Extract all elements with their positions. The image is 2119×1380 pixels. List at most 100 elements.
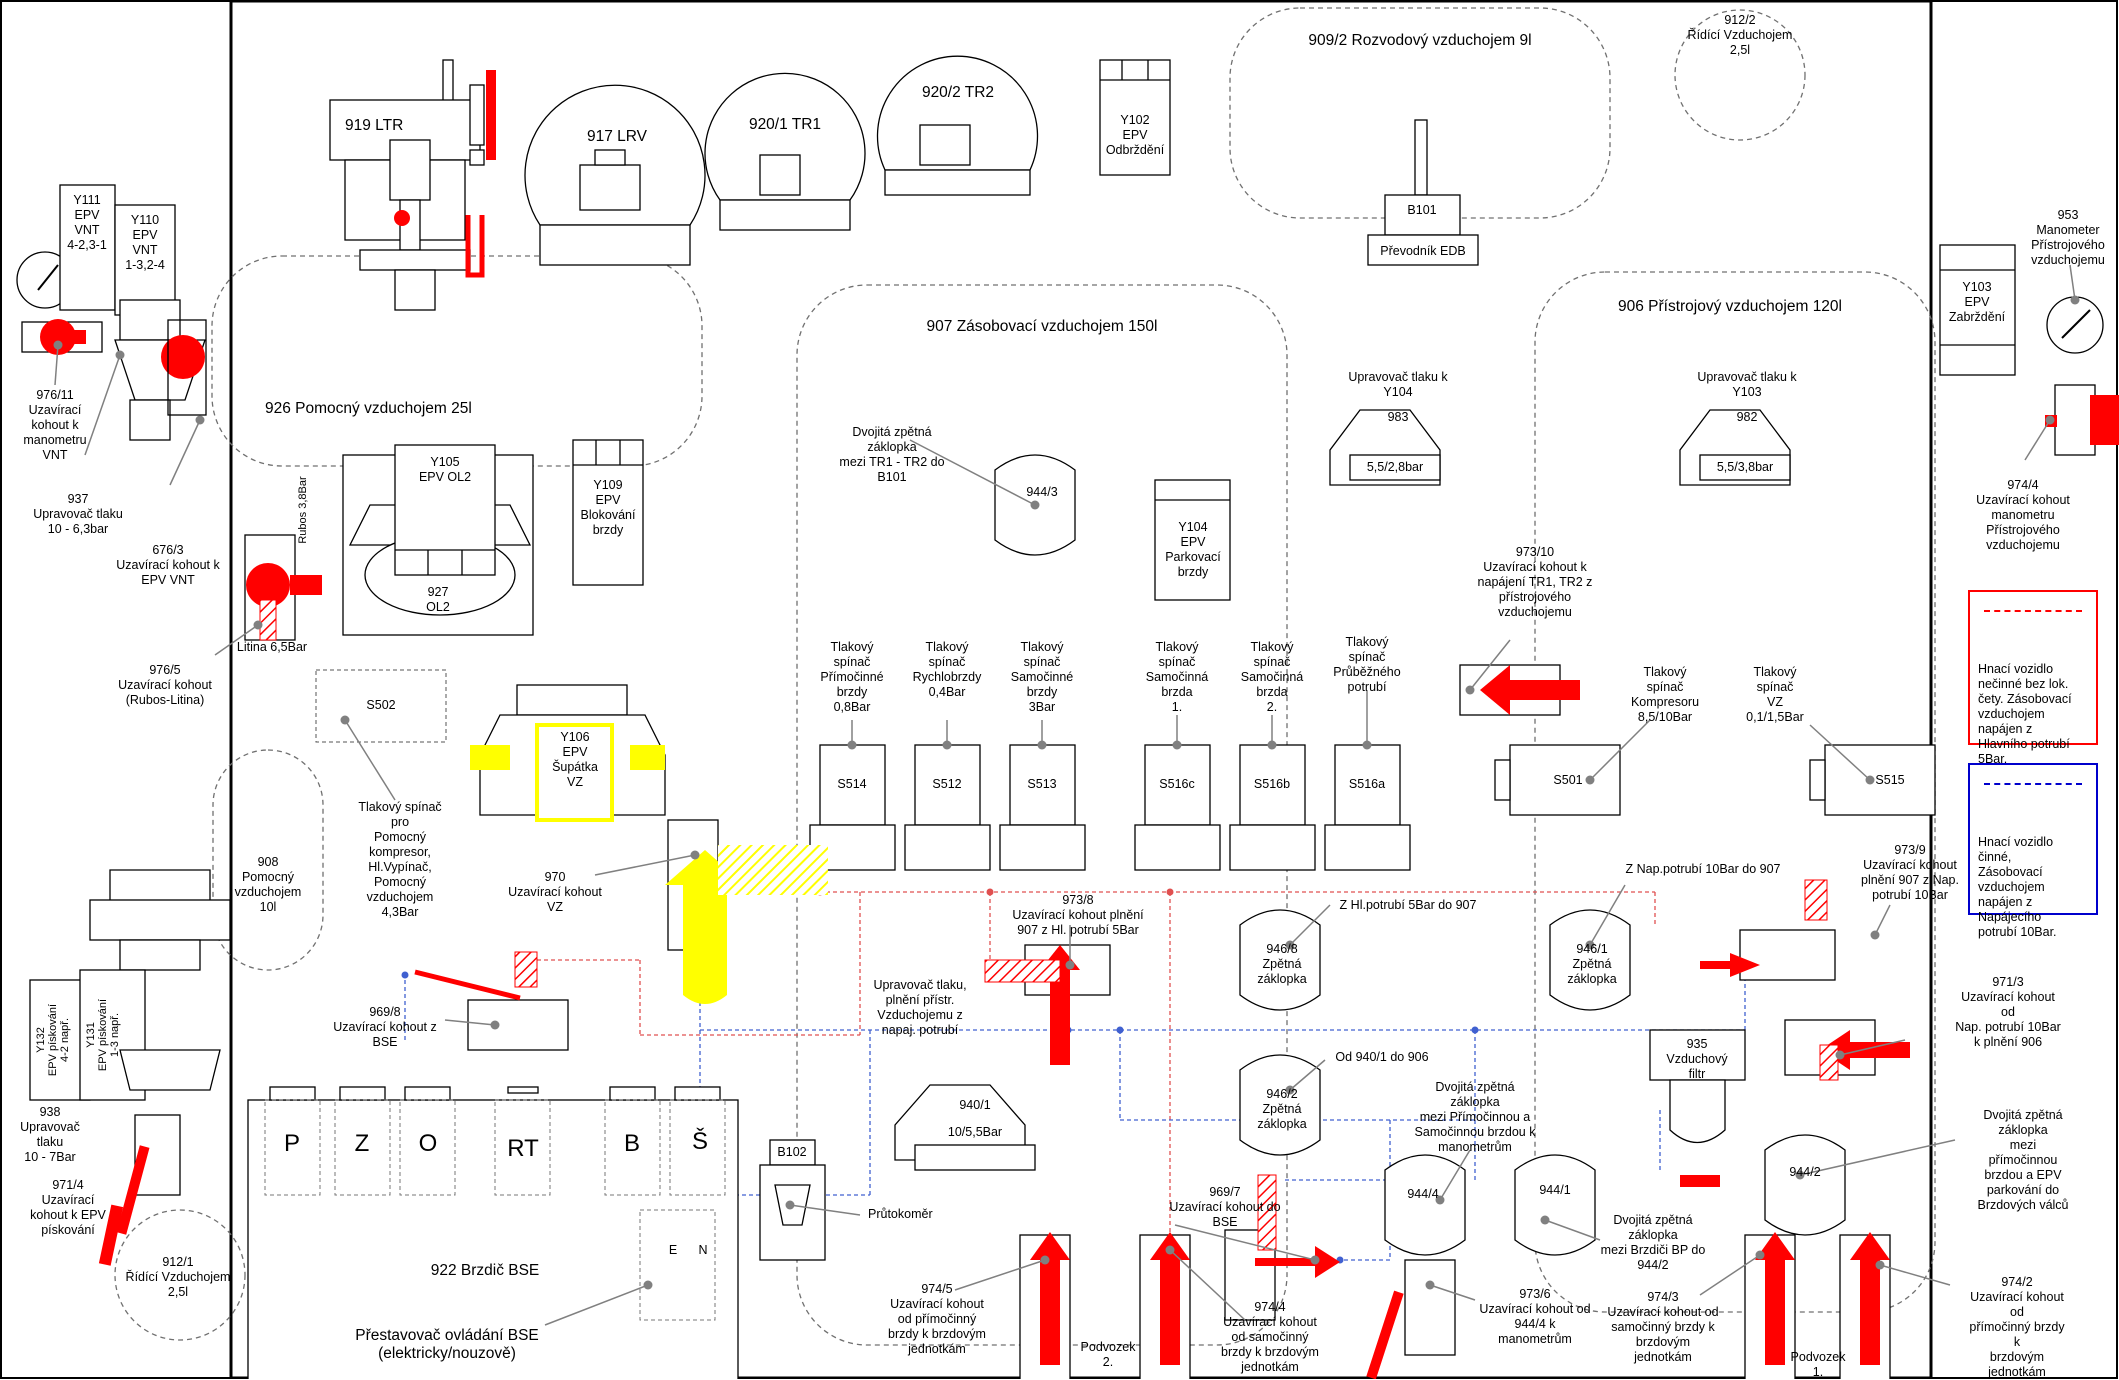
- ann-940-906: Od 940/1 do 906: [1335, 1050, 1429, 1064]
- ann-976-5: 976/5 Uzavírací kohout (Rubos-Litina): [118, 663, 212, 707]
- label-tr2: 920/2 TR2: [921, 84, 995, 101]
- ltr-handle: [486, 70, 496, 160]
- ann-969-8: 969/8 Uzavírací kohout z BSE: [333, 1005, 437, 1049]
- bse-device: [247, 1086, 739, 1379]
- ann-944-4: Dvojitá zpětná záklopka mezi Přímočinnou…: [1414, 1080, 1536, 1154]
- yellow-hatch: [718, 845, 828, 895]
- ann-974-4b: 974/4 Uzavírací kohout od samočinný brzd…: [1221, 1300, 1319, 1374]
- label-946-8: 946/8 Zpětná záklopka: [1257, 942, 1307, 986]
- reservoir-912-2: [1674, 9, 1806, 141]
- ann-973-6: 973/6 Uzavírací kohout od 944/4 k manome…: [1479, 1287, 1591, 1346]
- ann-nap: Z Nap.potrubí 10Bar do 907: [1625, 862, 1781, 876]
- label-y105: Y105 EPV OL2: [418, 455, 472, 484]
- red-hatch-4: [1257, 1174, 1277, 1251]
- y106-box: [535, 723, 614, 822]
- ann-974-2: 974/2 Uzavírací kohout od přímočinný brz…: [1969, 1275, 2065, 1379]
- ann-940: Upravovač tlaku, plnění přístr. Vzduchoj…: [873, 978, 967, 1037]
- regulators: [894, 409, 1791, 1171]
- leader-lines: [53, 264, 2080, 1326]
- label-940-val: 10/5,5Bar: [947, 1125, 1003, 1139]
- ann-953: 953 Manometer Přístrojového vzduchojemu: [2031, 208, 2105, 267]
- bse-rt: RT: [507, 1135, 539, 1162]
- red-hatch-1: [514, 951, 538, 988]
- ann-hl: Z Hl.potrubí 5Bar do 907: [1339, 898, 1477, 912]
- bse-z: Z: [354, 1130, 370, 1157]
- ann-676-3: 676/3 Uzavírací kohout k EPV VNT: [116, 543, 220, 587]
- label-tr1: 920/1 TR1: [748, 116, 822, 133]
- b102-device: [759, 1139, 826, 1261]
- label-982: 982: [1736, 410, 1758, 424]
- label-rubos: Rubos 3,8Bar: [297, 476, 309, 544]
- reservoir-908: [212, 749, 324, 971]
- legend-red-dash: [1984, 610, 2082, 612]
- label-912-1: 912/1 Řídící Vzduchojem 2,5l: [125, 1255, 231, 1299]
- ann-prut: Průtokoměr: [868, 1207, 933, 1221]
- ann-s501: Tlakový spínač Kompresoru 8,5/10Bar: [1630, 665, 1700, 724]
- red-lines: [530, 891, 1656, 1370]
- ann-podvozek-2: Podvozek 2.: [1080, 1340, 1136, 1369]
- label-y131: Y131 EPV pískování 1-3 např.: [85, 998, 121, 1072]
- legend-blue: Hnací vozidlo činné, Zásobovací vzduchoj…: [1968, 763, 2098, 939]
- label-s502: S502: [366, 698, 396, 712]
- label-lrv: 917 LRV: [586, 128, 648, 145]
- ann-976-11: 976/11 Uzavírací kohout k manometru VNT: [23, 388, 87, 462]
- label-983-val: 5,5/2,8bar: [1366, 460, 1424, 474]
- legend-red: Hnací vozidlo nečinné bez lok. čety. Zás…: [1968, 590, 2098, 766]
- red-hatch-2: [984, 959, 1061, 983]
- bse-b: B: [623, 1130, 641, 1157]
- main-panel: [229, 0, 1933, 1379]
- ann-971-3: 971/3 Uzavírací kohout od Nap. potrubí 1…: [1955, 975, 2061, 1049]
- legend-blue-dash: [1984, 783, 2082, 785]
- bse-o: O: [418, 1130, 438, 1157]
- label-y111: Y111 EPV VNT 4-2,3-1: [67, 193, 107, 252]
- label-940: 940/1: [959, 1098, 991, 1112]
- ann-974-4r: 974/4 Uzavírací kohout manometru Přístro…: [1976, 478, 2070, 552]
- y109-device: [572, 439, 644, 586]
- label-s513: S513: [1027, 777, 1057, 791]
- label-y103: Y103 EPV Zabrždění: [1948, 280, 2006, 324]
- b101-device: [1367, 119, 1479, 266]
- label-ltr: 919 LTR: [345, 117, 404, 134]
- bse-e: E: [668, 1243, 678, 1257]
- label-y110: Y110 EPV VNT 1-3,2-4: [125, 213, 165, 272]
- label-982-val: 5,5/3,8bar: [1716, 460, 1774, 474]
- y103-device: [1939, 244, 2016, 376]
- label-b102: B102: [777, 1145, 807, 1159]
- label-912-2: 912/2 Řídící Vzduchojem 2,5l: [1687, 13, 1793, 57]
- label-s515: S515: [1875, 773, 1905, 787]
- tr2-device: [876, 55, 1039, 196]
- label-944-3: 944/3: [1026, 485, 1058, 499]
- label-y132: Y132 EPV pískování 4-2 např.: [35, 1003, 71, 1077]
- ann-983: Upravovač tlaku k Y104: [1348, 370, 1448, 399]
- label-litina: Litina 6,5Bar: [236, 640, 308, 654]
- ltr-pipe: [465, 215, 485, 278]
- label-909: 909/2 Rozvodový vzduchojem 9l: [1308, 32, 1532, 49]
- ann-s513: Tlakový spínač Samočinné brzdy 3Bar: [1010, 640, 1074, 714]
- ann-podvozek-1: Podvozek 1.: [1790, 1350, 1846, 1379]
- ann-973-10: 973/10 Uzavírací kohout k napájení TR1, …: [1477, 545, 1593, 619]
- s501-s515: [1494, 744, 1936, 816]
- label-908: 908 Pomocný vzduchojem 10l: [234, 855, 302, 914]
- manometer-vnt: [16, 251, 74, 309]
- ltr-knob: [394, 210, 410, 226]
- ann-s516b: Tlakový spínač Samočinná brzda 2.: [1240, 640, 1304, 714]
- bse-switch: Přestavovač ovládání BSE (elektricky/nou…: [355, 1327, 539, 1362]
- bse-p: P: [283, 1130, 301, 1157]
- ann-s514: Tlakový spínač Přímočinné brzdy 0,8Bar: [820, 640, 884, 714]
- ann-944-3: Dvojitá zpětná záklopka mezi TR1 - TR2 d…: [839, 425, 945, 484]
- ann-969-7: 969/7 Uzavírací kohout do BSE: [1169, 1185, 1281, 1229]
- filter-935: [1649, 1029, 1746, 1143]
- label-edb: Převodník EDB: [1380, 244, 1466, 258]
- label-y106: Y106 EPV Šupátka VZ: [552, 730, 598, 789]
- bse-s: Š: [691, 1128, 709, 1155]
- pressure-switches: [809, 744, 1411, 871]
- ann-s515: Tlakový spínač VZ 0,1/1,5Bar: [1746, 665, 1804, 724]
- legend-blue-text: Hnací vozidlo činné, Zásobovací vzduchoj…: [1978, 835, 2057, 939]
- label-946-2: 946/2 Zpětná záklopka: [1257, 1087, 1307, 1131]
- label-926: 926 Pomocný vzduchojem 25l: [265, 400, 472, 417]
- lrv-device: [524, 84, 706, 266]
- label-y109: Y109 EPV Blokování brzdy: [580, 478, 636, 537]
- ol2-device: [342, 444, 534, 636]
- label-s516b: S516b: [1253, 777, 1291, 791]
